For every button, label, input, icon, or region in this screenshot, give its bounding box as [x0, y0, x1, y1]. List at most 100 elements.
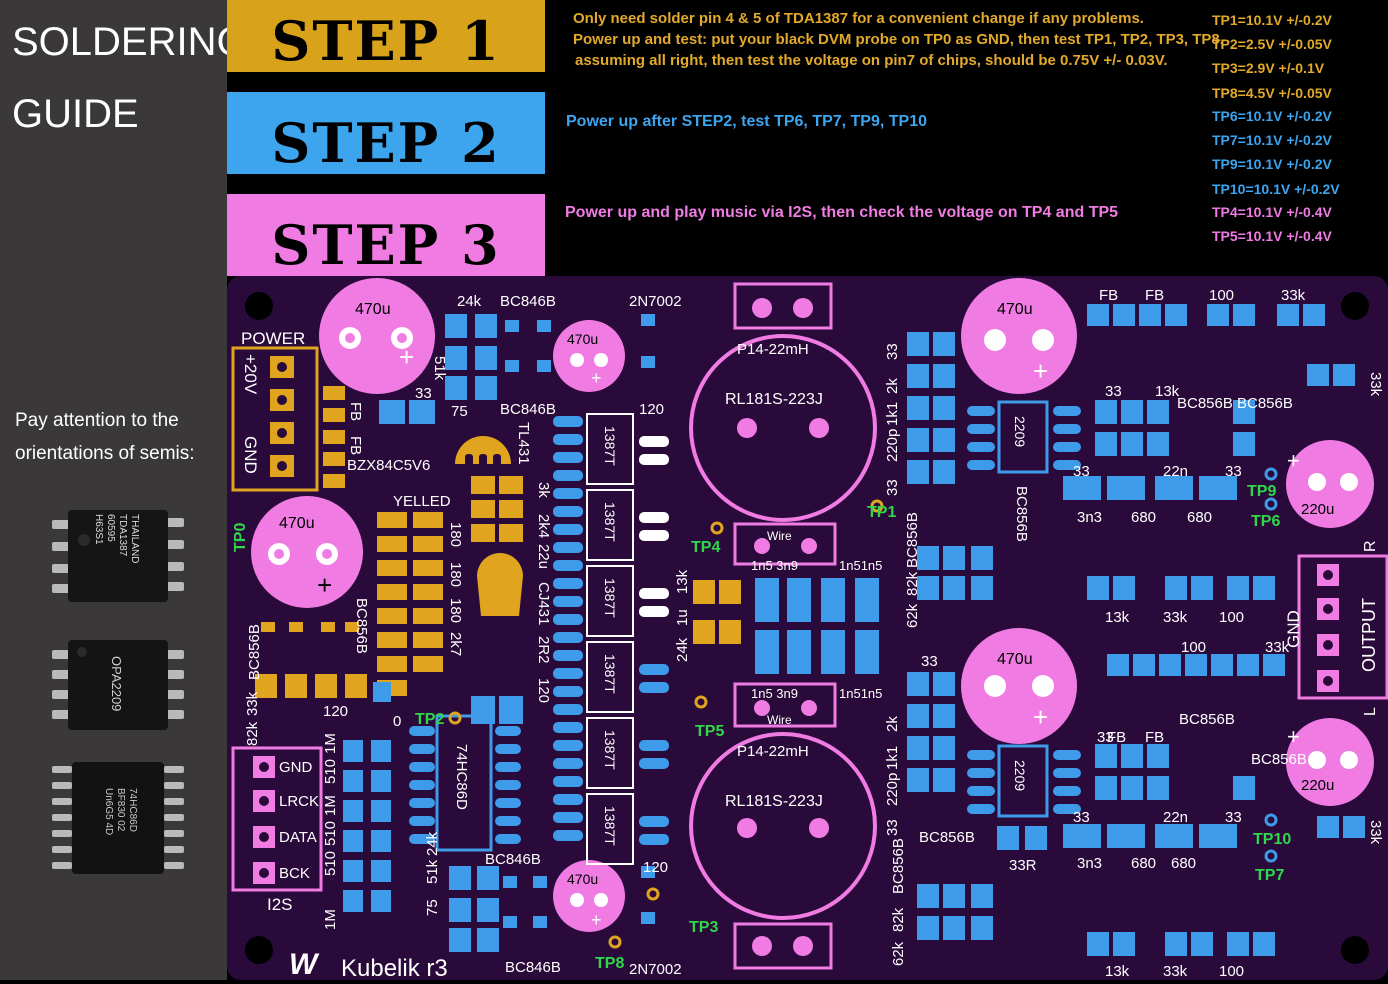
tp-value-line: TP10=10.1V +/-0.2V — [1212, 181, 1340, 197]
svg-text:24k: 24k — [424, 831, 441, 856]
step1-note-line1: Only need solder pin 4 & 5 of TDA1387 fo… — [573, 10, 1144, 27]
tp10-label: TP10 — [1253, 831, 1291, 848]
svg-text:OUTPUT: OUTPUT — [1359, 598, 1379, 672]
svg-text:22n: 22n — [1163, 809, 1188, 826]
tp1-label: TP1 — [867, 504, 896, 521]
svg-text:13k: 13k — [1105, 609, 1130, 626]
cap-470u-right-bottom: 470u + — [961, 628, 1077, 744]
svg-text:BC856B: BC856B — [246, 624, 263, 680]
svg-text:51k: 51k — [431, 356, 448, 381]
svg-text:62k: 62k — [890, 941, 907, 966]
svg-text:BC846B: BC846B — [500, 293, 556, 310]
svg-text:180: 180 — [447, 598, 464, 623]
svg-text:2209: 2209 — [1012, 760, 1028, 791]
svg-text:510: 510 — [322, 821, 339, 846]
chip3-line1: 74HC86D — [127, 788, 138, 832]
guide-title-line2: GUIDE — [12, 92, 139, 136]
svg-text:1u: 1u — [674, 609, 691, 626]
svg-text:P14-22mH: P14-22mH — [737, 341, 809, 358]
svg-text:Wire: Wire — [767, 713, 792, 727]
svg-text:BC846B: BC846B — [500, 401, 556, 418]
svg-text:33: 33 — [1105, 383, 1122, 400]
svg-text:2209: 2209 — [1012, 416, 1028, 447]
mount-hole — [245, 292, 273, 320]
svg-text:51k: 51k — [424, 859, 441, 884]
svg-text:180: 180 — [447, 562, 464, 587]
svg-text:+: + — [1287, 448, 1300, 473]
svg-text:FB: FB — [1145, 287, 1164, 304]
svg-text:GND: GND — [279, 759, 313, 776]
svg-text:1M: 1M — [322, 733, 339, 754]
hc86-chip-photo: 74HC86D BF830 02 Un6G5 4D — [52, 762, 184, 874]
svg-text:YELLED: YELLED — [393, 493, 451, 510]
svg-text:BC856B: BC856B — [1177, 395, 1233, 412]
svg-text:470u: 470u — [997, 301, 1033, 318]
svg-text:+: + — [591, 368, 602, 388]
cap-470u-left: 470u + — [251, 496, 363, 608]
svg-text:FB: FB — [347, 402, 364, 421]
svg-text:470u: 470u — [567, 331, 598, 347]
gnd-label: GND — [241, 436, 260, 474]
svg-text:BC856B: BC856B — [1179, 711, 1235, 728]
svg-text:120: 120 — [639, 401, 664, 418]
svg-text:FB: FB — [1107, 729, 1126, 746]
svg-text:1387T: 1387T — [602, 806, 618, 846]
svg-text:33: 33 — [921, 653, 938, 670]
svg-text:120: 120 — [323, 703, 348, 720]
chip3-line3: Un6G5 4D — [103, 788, 114, 835]
svg-text:1387T: 1387T — [602, 426, 618, 466]
svg-text:W: W — [289, 948, 320, 980]
svg-text:33: 33 — [1073, 809, 1090, 826]
tl431-regulator — [455, 436, 523, 616]
chip1-line1: THAILAND — [129, 514, 140, 563]
svg-text:33k: 33k — [1163, 609, 1188, 626]
tp-value-line: TP8=4.5V +/-0.05V — [1212, 85, 1332, 101]
svg-text:33R: 33R — [1009, 857, 1037, 874]
svg-text:1n51n5: 1n51n5 — [839, 558, 882, 573]
svg-text:120: 120 — [643, 859, 668, 876]
inductor-bottom: P14-22mH RL181S-223J — [689, 732, 877, 970]
svg-text:2N7002: 2N7002 — [629, 961, 682, 978]
svg-text:33: 33 — [1097, 729, 1114, 746]
svg-text:75: 75 — [451, 403, 468, 420]
svg-text:BC856B: BC856B — [1251, 751, 1307, 768]
svg-text:22u: 22u — [535, 544, 552, 569]
svg-text:220p: 220p — [884, 773, 901, 806]
svg-text:BC856B: BC856B — [890, 838, 907, 894]
step3-banner: STEP 3 — [227, 194, 545, 276]
tp-value-line: TP2=2.5V +/-0.05V — [1212, 36, 1332, 52]
power-connector-outline — [231, 346, 319, 492]
tp-value-line: TP4=10.1V +/-0.4V — [1212, 204, 1332, 220]
svg-text:62k: 62k — [904, 603, 921, 628]
svg-text:33k: 33k — [1281, 287, 1306, 304]
tp9-label: TP9 — [1247, 483, 1276, 500]
svg-text:82k: 82k — [904, 571, 921, 596]
svg-text:470u: 470u — [355, 301, 391, 318]
cap-220u-top: 220u + — [1286, 440, 1374, 528]
wire-jumper-bottom: 1n5 3n9 1n51n5 Wire — [733, 682, 882, 728]
cap-470u-small-top: 470u + — [553, 320, 625, 392]
tp-value-line: TP3=2.9V +/-0.1V — [1212, 60, 1325, 76]
svg-text:33k: 33k — [1163, 963, 1188, 980]
svg-text:BZX84C5V6: BZX84C5V6 — [347, 457, 430, 474]
step2-banner: STEP 2 — [227, 92, 545, 174]
svg-text:2N7002: 2N7002 — [629, 293, 682, 310]
svg-text:LRCK: LRCK — [279, 793, 319, 810]
step3-note: Power up and play music via I2S, then ch… — [565, 204, 1119, 221]
svg-text:24k: 24k — [674, 637, 691, 662]
svg-text:1n5 3n9: 1n5 3n9 — [751, 558, 798, 573]
opa2209-chip-bottom: 2209 — [967, 744, 1081, 818]
tp2-label: TP2 — [415, 711, 444, 728]
cap-470u-right-top: 470u + — [961, 278, 1077, 394]
svg-text:13k: 13k — [1105, 963, 1130, 980]
svg-text:33: 33 — [884, 343, 901, 360]
svg-text:680: 680 — [1131, 509, 1156, 526]
svg-text:220p: 220p — [884, 429, 901, 462]
step1-banner: STEP 1 — [227, 0, 545, 72]
step1-note-line2: Power up and test: put your black DVM pr… — [573, 31, 1224, 48]
svg-text:+: + — [399, 342, 414, 372]
svg-text:BC856B: BC856B — [904, 512, 921, 568]
chip1-line2: TDA1387 — [117, 514, 128, 557]
svg-text:1387T: 1387T — [602, 654, 618, 694]
v20-label: +20V — [241, 354, 260, 395]
